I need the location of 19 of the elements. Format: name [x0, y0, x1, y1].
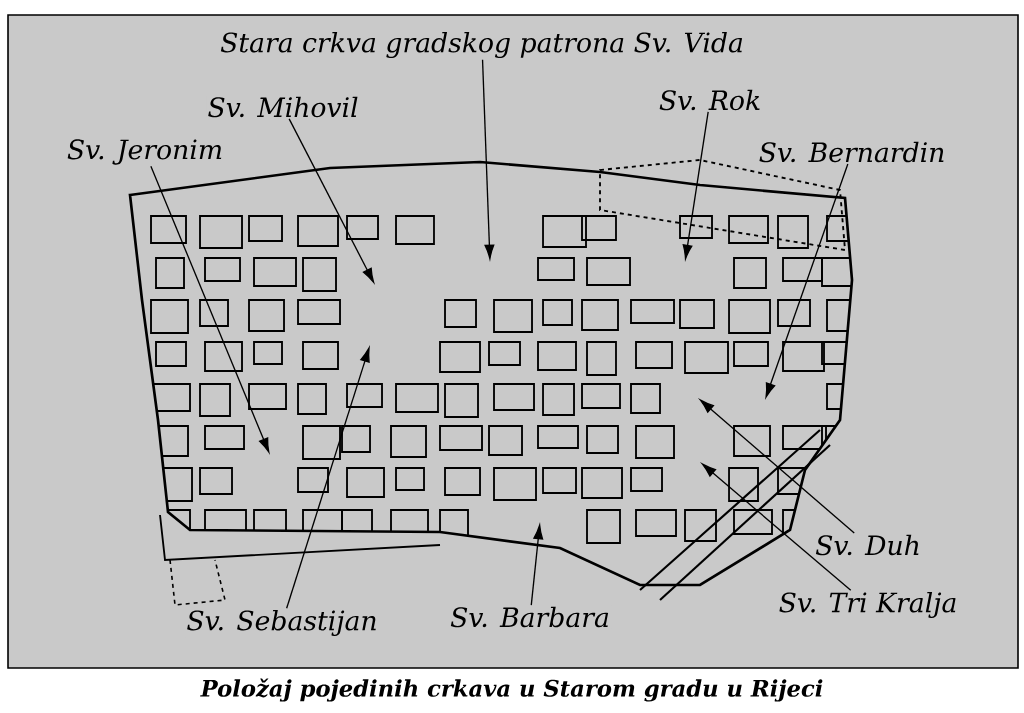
church-label: Sv. Duh	[813, 533, 923, 557]
leader-arrow	[530, 524, 544, 606]
church-label: Sv. Barbara	[448, 605, 612, 629]
leader-arrow	[701, 463, 852, 591]
leader-arrow	[682, 111, 709, 260]
church-label: Sv. Tri Kralja	[777, 590, 959, 620]
leader-arrow	[699, 399, 855, 534]
leader-arrow	[150, 165, 270, 453]
church-label: Sv. Bernardin	[757, 140, 947, 164]
church-label: Sv. Mihovil	[206, 95, 360, 119]
leader-arrow	[765, 163, 849, 398]
leader-arrow	[286, 347, 370, 609]
church-label: Sv. Jeronim	[65, 138, 225, 166]
church-label: Sv. Sebastijan	[185, 608, 379, 638]
caption: Položaj pojedinih crkava u Starom gradu u Rijeci	[200, 678, 823, 702]
church-label: Stara crkva gradskog patrona Sv. Vida	[218, 30, 746, 60]
leader-arrow	[288, 118, 375, 283]
leader-arrow	[481, 59, 495, 260]
church-label: Sv. Rok	[657, 88, 763, 112]
